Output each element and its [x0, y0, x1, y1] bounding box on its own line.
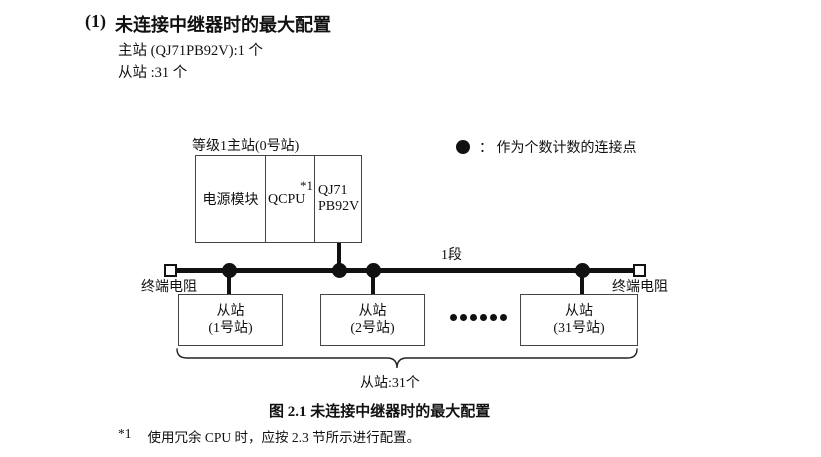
cpu-label: QCPU: [268, 192, 306, 207]
brace-label: 从站:31个: [360, 376, 420, 391]
cpu-footnote-marker: *1: [300, 178, 313, 193]
figure-caption: 图 2.1 未连接中继器时的最大配置: [269, 404, 491, 420]
slave-station-box-2: 从站 (2号站): [320, 294, 425, 346]
module-name-line1: QJ71: [318, 183, 348, 198]
footnote-marker: *1: [118, 426, 132, 441]
terminator-square-right: [633, 264, 646, 277]
slave-box-title: 从站: [358, 304, 387, 319]
terminator-label-right: 终端电阻: [612, 280, 668, 295]
segment-label: 1段: [441, 248, 462, 263]
connection-dot: [366, 263, 381, 278]
master-station-box: 电源模块 *1 QCPU QJ71 PB92V: [195, 155, 362, 243]
footnote-text: 使用冗余 CPU 时，应按 2.3 节所示进行配置。: [147, 430, 421, 445]
slave1-drop-line: [227, 271, 231, 295]
slave2-drop-line: [371, 271, 375, 295]
footnote: *1 使用冗余 CPU 时，应按 2.3 节所示进行配置。: [118, 426, 420, 446]
master-drop-line: [337, 243, 341, 270]
legend-text: ： 作为个数计数的连接点: [479, 141, 637, 156]
terminator-label-left: 终端电阻: [141, 280, 197, 295]
slave-box-station: (2号站): [350, 321, 395, 336]
bus-line: [177, 268, 634, 273]
connection-dot: [332, 263, 347, 278]
connection-dot: [222, 263, 237, 278]
spec-master-count: 主站 (QJ71PB92V):1 个: [118, 43, 264, 59]
connection-point-icon: [456, 140, 470, 154]
heading-number: (1): [85, 11, 106, 31]
page-heading: (1) 未连接中继器时的最大配置: [85, 11, 331, 37]
terminator-square-left: [164, 264, 177, 277]
pb92v-module-cell: QJ71 PB92V: [315, 156, 361, 242]
cpu-cell: *1 QCPU: [266, 156, 315, 242]
slave-box-station: (31号站): [553, 321, 605, 336]
connection-dot: [575, 263, 590, 278]
slave-station-box-1: 从站 (1号站): [178, 294, 283, 346]
slave-count-brace: [176, 348, 638, 369]
module-name-line2: PB92V: [318, 199, 360, 214]
heading-title: 未连接中继器时的最大配置: [115, 15, 331, 35]
power-module-cell: 电源模块: [196, 156, 266, 242]
slave-box-title: 从站: [565, 304, 593, 319]
continuation-dots-icon: [450, 314, 507, 321]
slave-box-station: (1号站): [208, 321, 253, 336]
slave3-drop-line: [580, 271, 584, 295]
slave-station-box-31: 从站 (31号站): [520, 294, 638, 346]
legend: ： 作为个数计数的连接点: [456, 137, 637, 157]
spec-slave-count: 从站 :31 个: [118, 65, 188, 81]
slave-box-title: 从站: [216, 304, 245, 319]
master-station-label: 等级1主站(0号站): [192, 139, 300, 154]
